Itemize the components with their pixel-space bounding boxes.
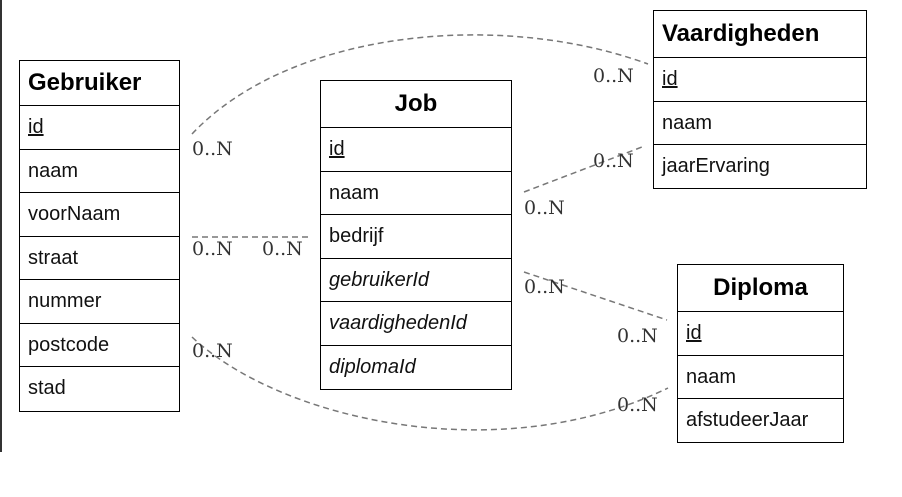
cardinality-job-diploma-to: 0..N [617,325,658,347]
vaardigheden-field-jaarervaring: jaarErvaring [662,155,770,177]
vaardigheden-field-naam: naam [654,102,866,145]
cardinality-job-vaardigheden-from: 0..N [524,197,565,219]
cardinality-gebruiker-vaardigheden-to: 0..N [593,65,634,87]
vaardigheden-field-id: id [654,58,866,102]
job-field-diplomaid: diplomaId [329,355,416,378]
gebruiker-field-stad: stad [28,377,66,399]
connector-job-diploma [523,271,668,321]
entity-diploma-title: Diploma [678,265,843,312]
gebruiker-field-naam: naam [20,150,179,193]
cardinality-gebruiker-job-to: 0..N [262,238,303,260]
gebruiker-field-id: id [20,106,179,150]
job-field-gebruikerid: gebruikerId [321,259,511,302]
gebruiker-field-nummer: nummer [20,280,179,324]
cardinality-gebruiker-job-from: 0..N [192,238,233,260]
entity-job-title: Job [321,81,511,128]
canvas-left-border [0,0,2,452]
connector-gebruiker-diploma [191,336,669,431]
diploma-field-id: id [678,312,843,356]
job-field-bedrijf: bedrijf [321,215,511,259]
gebruiker-field-voornaam: voorNaam [20,193,179,237]
cardinality-job-vaardigheden-to: 0..N [593,150,634,172]
job-field-id: id [321,128,511,172]
cardinality-gebruiker-vaardigheden-from: 0..N [192,138,233,160]
connector-gebruiker-vaardigheden [191,34,649,135]
entity-vaardigheden[interactable]: Vaardigheden id naam jaarErvaring [653,10,867,189]
gebruiker-field-straat: straat [20,237,179,280]
cardinality-job-diploma-from: 0..N [524,276,565,298]
diploma-field-naam: naam [678,356,843,399]
entity-job[interactable]: Job id naam bedrijf gebruikerId vaardigh… [320,80,512,390]
cardinality-gebruiker-diploma-from: 0..N [192,340,233,362]
job-field-vaardighedenid: vaardighedenId [321,302,511,346]
diploma-field-afstudeerjaar: afstudeerJaar [686,409,809,431]
entity-vaardigheden-title: Vaardigheden [654,11,866,58]
entity-diploma[interactable]: Diploma id naam afstudeerJaar [677,264,844,443]
connector-job-vaardigheden [523,146,643,193]
entity-gebruiker-title: Gebruiker [20,61,179,106]
job-field-naam: naam [321,172,511,215]
entity-gebruiker[interactable]: Gebruiker id naam voorNaam straat nummer… [19,60,180,412]
gebruiker-field-postcode: postcode [20,324,179,367]
cardinality-gebruiker-diploma-to: 0..N [617,394,658,416]
